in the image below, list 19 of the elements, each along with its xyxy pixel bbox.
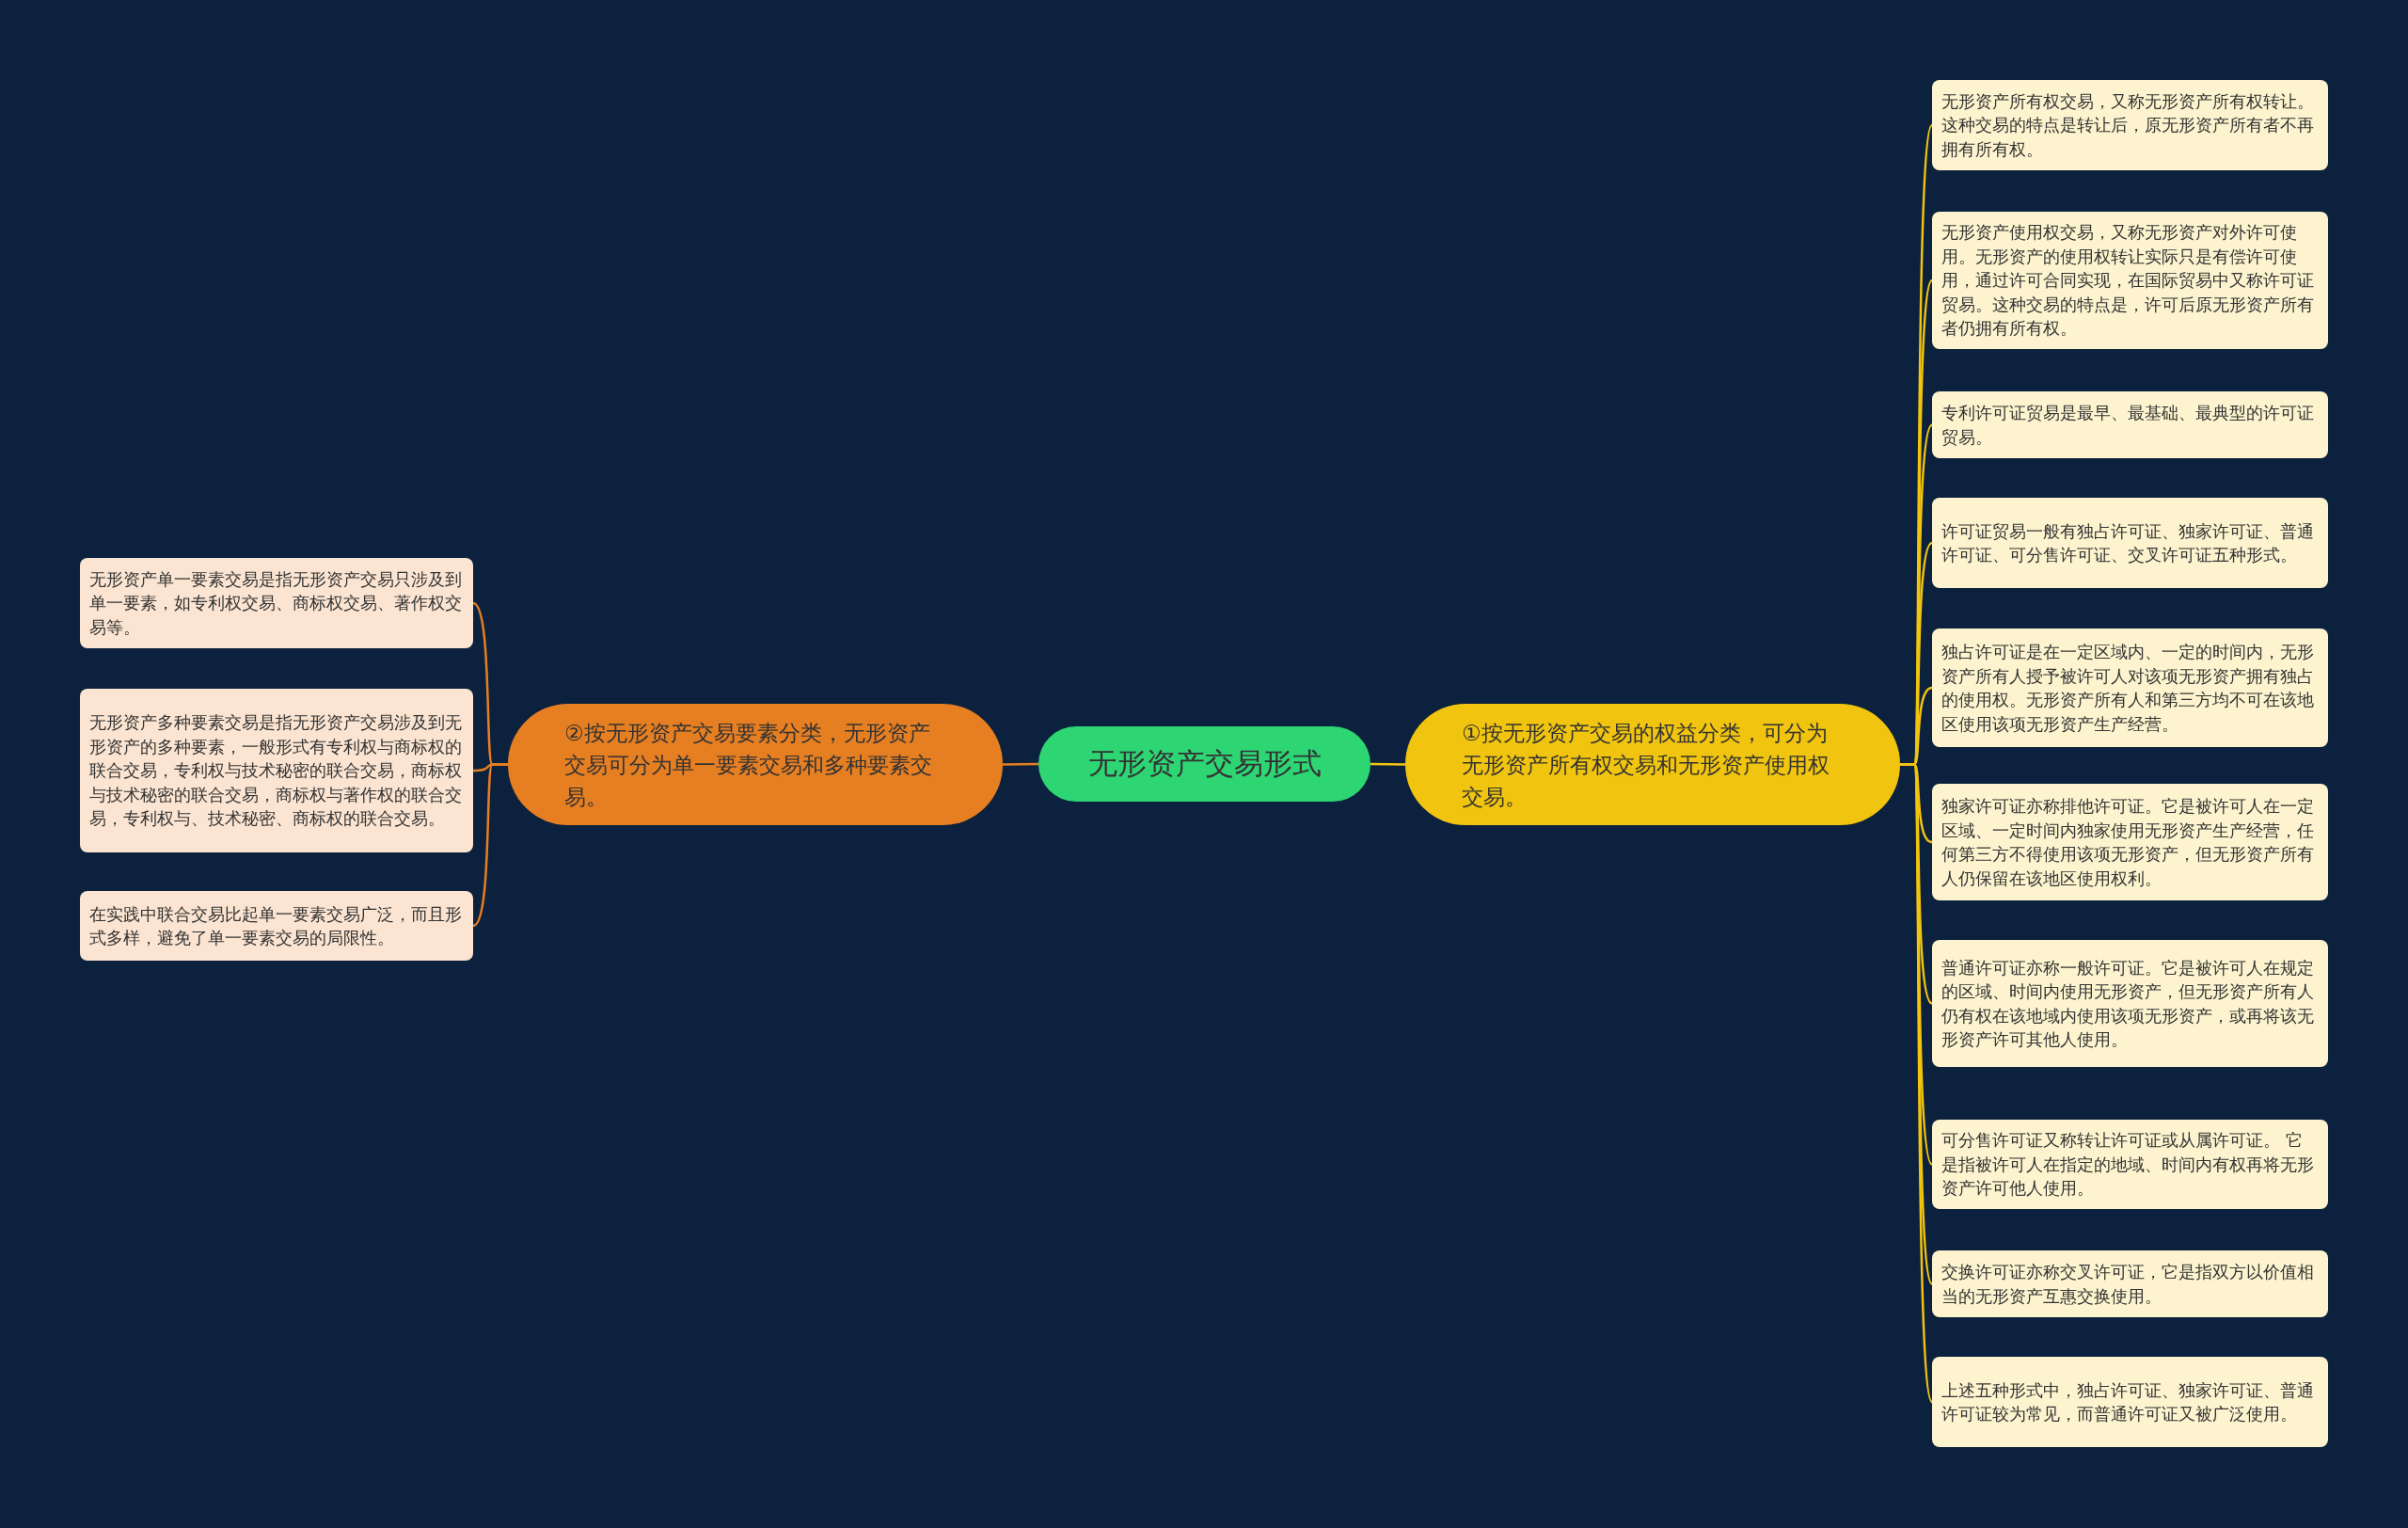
note-box: 专利许可证贸易是最早、最基础、最典型的许可证贸易。 xyxy=(1932,391,2328,458)
note-box: 无形资产单一要素交易是指无形资产交易只涉及到单一要素，如专利权交易、商标权交易、著作权交易等。 xyxy=(80,558,473,648)
note-box: 独占许可证是在一定区域内、一定的时间内，无形资产所有人授予被许可人对该项无形资产拥有独占的使用权。无形资产所有人和第三方均不可在该地区使用该项无形资产生产经营。 xyxy=(1932,629,2328,747)
note-box: 许可证贸易一般有独占许可证、独家许可证、普通许可证、可分售许可证、交叉许可证五种形式。 xyxy=(1932,498,2328,588)
note-box: 无形资产所有权交易，又称无形资产所有权转让。这种交易的特点是转让后，原无形资产所有者不再拥有所有权。 xyxy=(1932,80,2328,170)
note-box: 上述五种形式中，独占许可证、独家许可证、普通许可证较为常见，而普通许可证又被广泛使用。 xyxy=(1932,1357,2328,1447)
branch-pill: ①按无形资产交易的权益分类，可分为无形资产所有权交易和无形资产使用权交易。 xyxy=(1405,704,1900,825)
connector-line xyxy=(1003,762,1038,766)
branch-pill: ②按无形资产交易要素分类，无形资产交易可分为单一要素交易和多种要素交易。 xyxy=(508,704,1003,825)
note-box: 无形资产使用权交易，又称无形资产对外许可使用。无形资产的使用权转让实际只是有偿许可使用，通过许可合同实现，在国际贸易中又称许可证贸易。这种交易的特点是，许可后原无形资产所有者仍拥有所有权。 xyxy=(1932,212,2328,349)
connector-line xyxy=(1370,762,1405,766)
note-box: 可分售许可证又称转让许可证或从属许可证。 它是指被许可人在指定的地域、时间内有权再将无形资产许可他人使用。 xyxy=(1932,1120,2328,1209)
connector-line xyxy=(472,763,508,927)
note-box: 独家许可证亦称排他许可证。它是被许可人在一定区域、一定时间内独家使用无形资产生产经营，任何第三方不得使用该项无形资产，但无形资产所有人仍保留在该地区使用权利。 xyxy=(1932,784,2328,900)
note-box: 普通许可证亦称一般许可证。它是被许可人在规定的区域、时间内使用无形资产，但无形资产所有人仍有权在该地域内使用该项无形资产，或再将该无形资产许可其他人使用。 xyxy=(1932,940,2328,1067)
note-box: 无形资产多种要素交易是指无形资产交易涉及到无形资产的多种要素，一般形式有专利权与商标权的联合交易，专利权与技术秘密的联合交易，商标权与技术秘密的联合交易，商标权与著作权的联合交易，专利权与、技术秘密、商标权的联合交易。 xyxy=(80,689,473,852)
note-box: 在实践中联合交易比起单一要素交易广泛，而且形式多样，避免了单一要素交易的局限性。 xyxy=(80,891,473,961)
note-box: 交换许可证亦称交叉许可证，它是指双方以价值相当的无形资产互惠交换使用。 xyxy=(1932,1250,2328,1317)
topic-pill: 无形资产交易形式 xyxy=(1038,726,1370,802)
